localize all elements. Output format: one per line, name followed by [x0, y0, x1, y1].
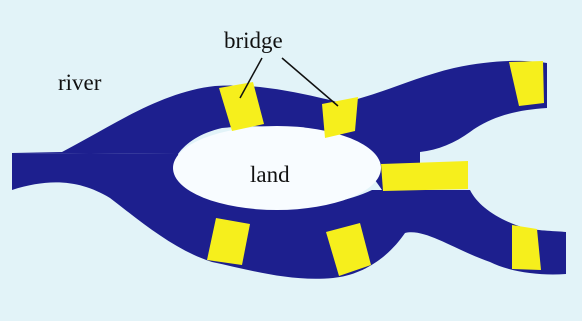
bridge-label: bridge	[224, 28, 283, 53]
bridge-lower-right	[512, 225, 541, 270]
bridge-center	[381, 161, 468, 191]
land-label: land	[250, 162, 290, 187]
river-label: river	[58, 70, 102, 95]
